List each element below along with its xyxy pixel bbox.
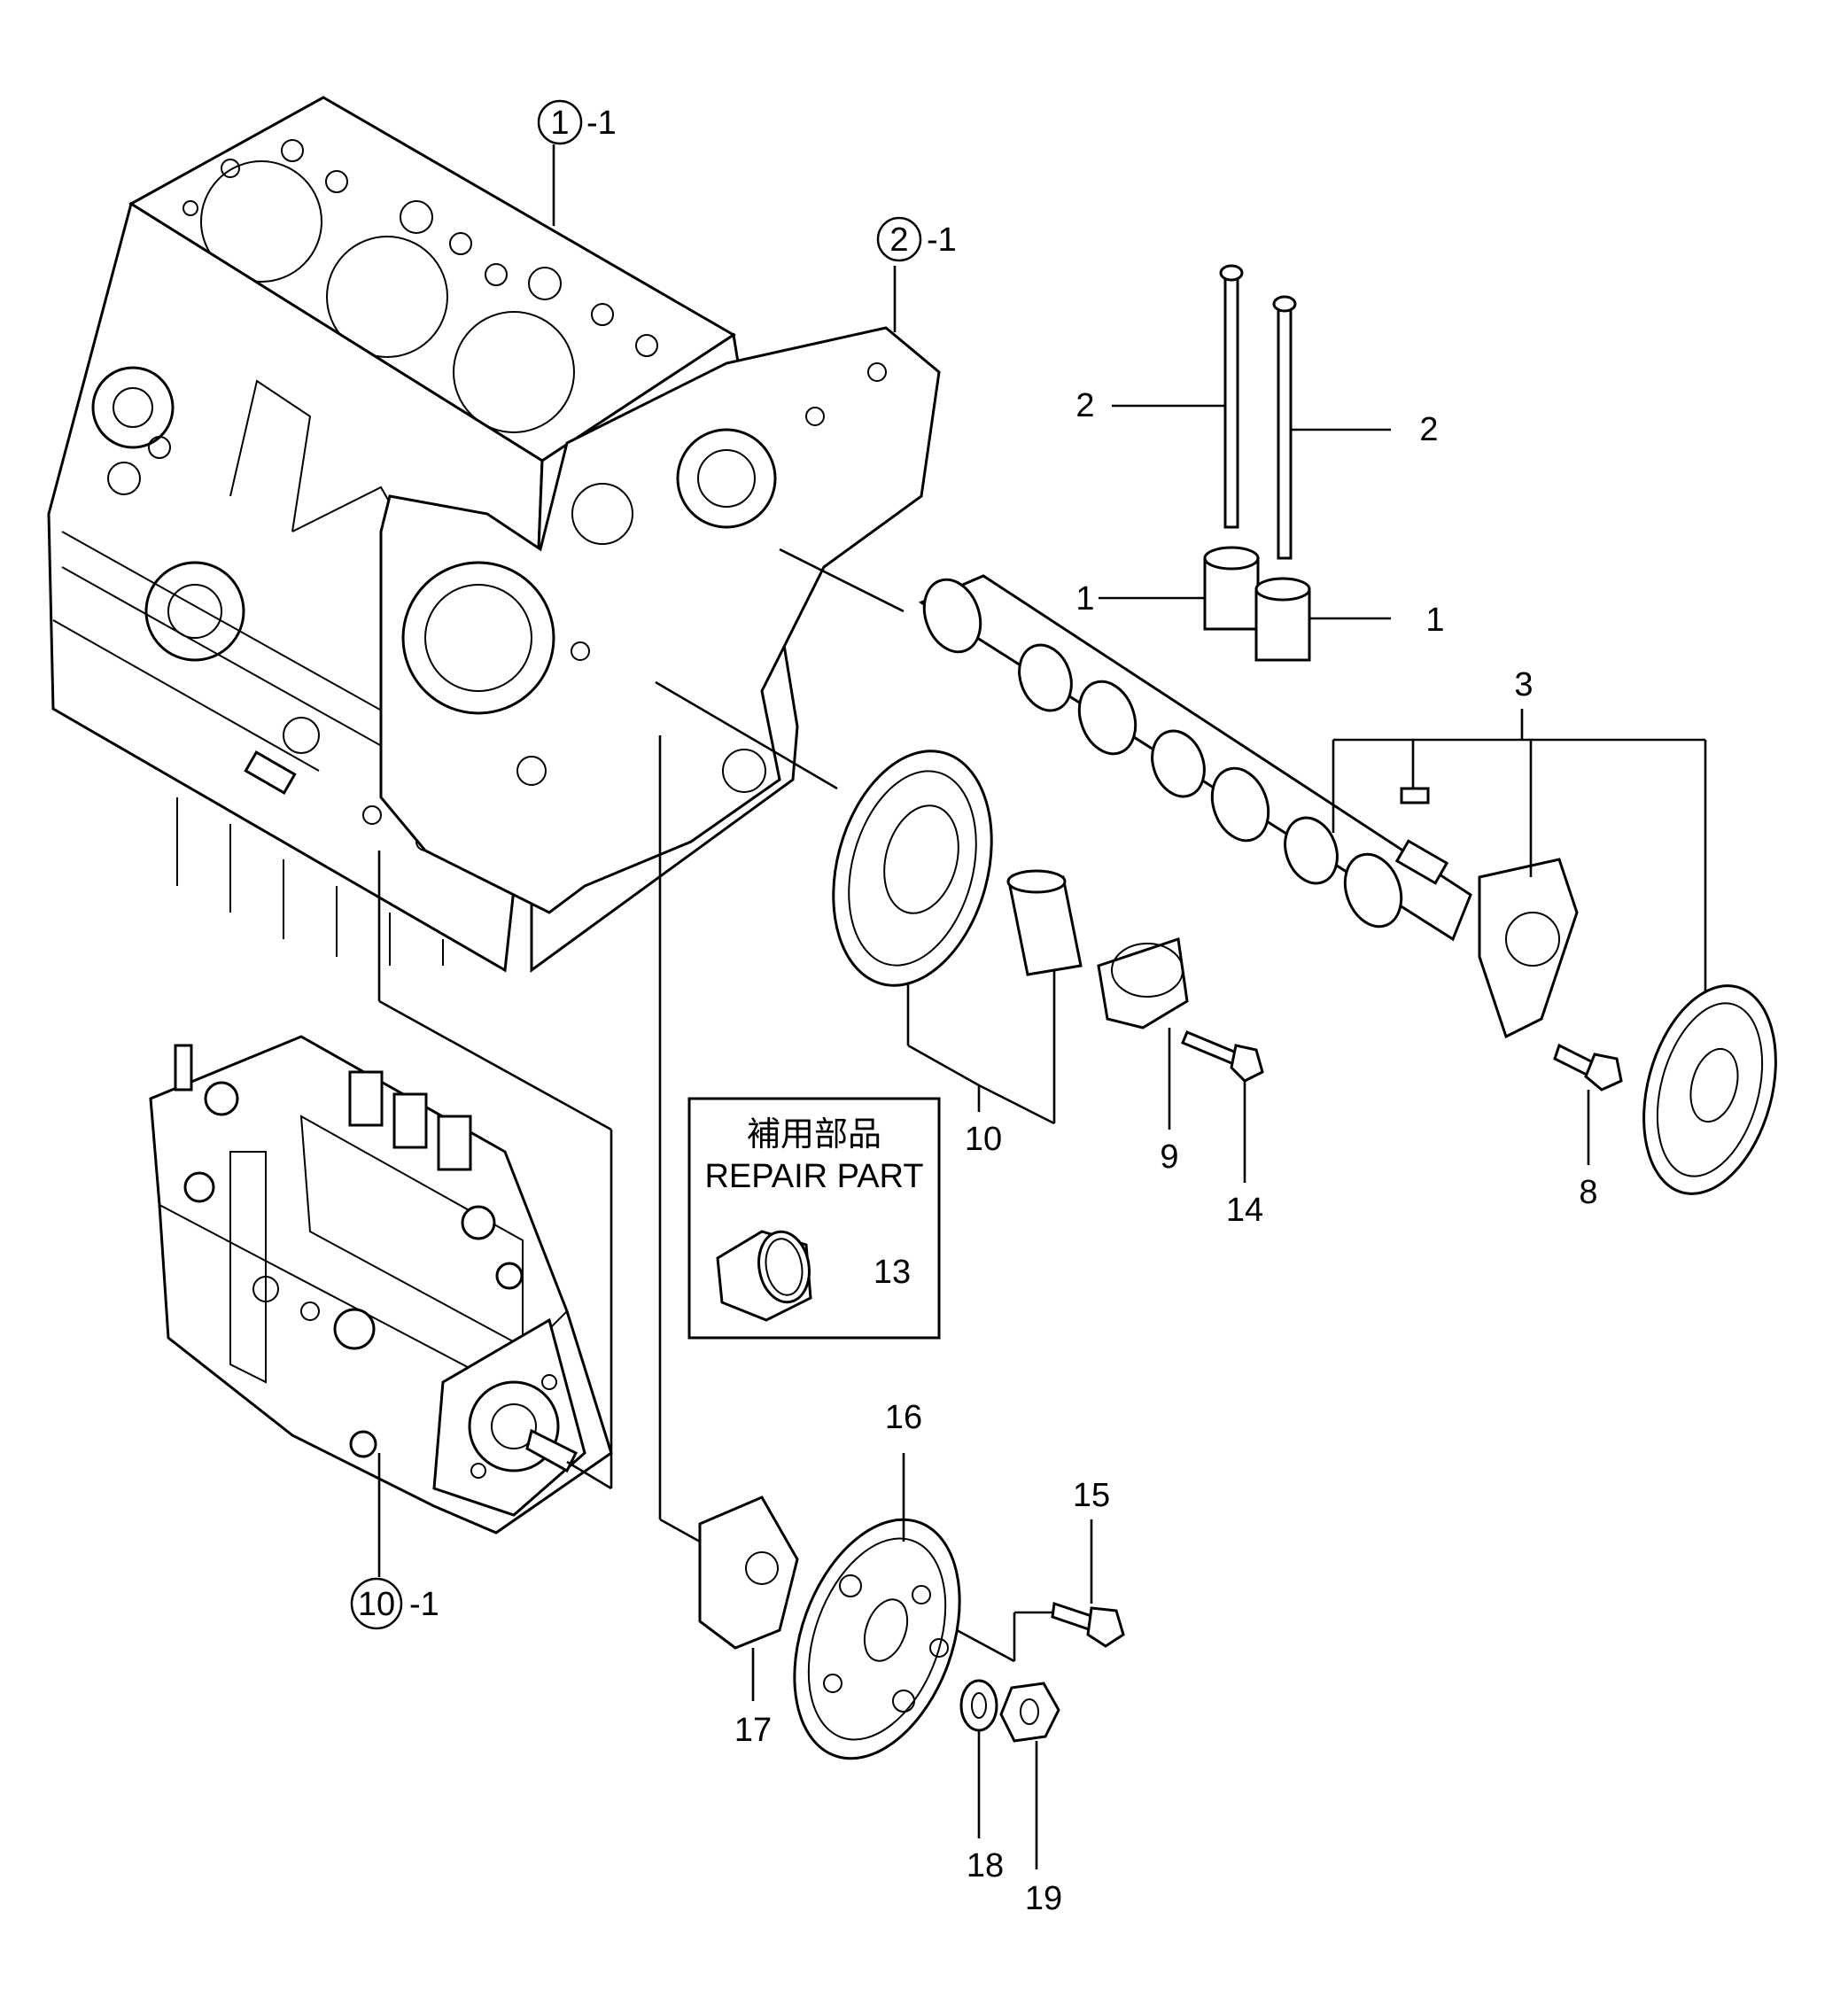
ref-suffix: -1	[409, 1586, 439, 1623]
bushing-icon	[716, 1230, 812, 1322]
ref-label-fuel-pump: 10 -1	[350, 1577, 439, 1630]
label-part-1a: 1	[1075, 580, 1094, 618]
fuel-gear-assembly-drawing	[832, 750, 1264, 1083]
ref-num: 10	[358, 1586, 395, 1623]
push-rods-drawing	[1203, 264, 1311, 662]
label-part-18: 18	[967, 1847, 1004, 1884]
label-part-13: 13	[874, 1254, 911, 1291]
label-part-2b: 2	[1419, 411, 1438, 448]
cylinder-block-drawing	[47, 96, 941, 973]
label-part-19: 19	[1025, 1880, 1062, 1917]
ref-num: 1	[550, 105, 569, 142]
ref-suffix: -1	[927, 221, 957, 259]
label-part-3: 3	[1514, 666, 1533, 703]
repair-part-box: 補用部品 REPAIR PART	[687, 1097, 941, 1340]
label-part-15: 15	[1073, 1477, 1110, 1514]
part-number-labels: 2 2 1 1 3 8 9 10 13 14 15 16 17 18 19	[734, 387, 1598, 1917]
label-part-8: 8	[1579, 1174, 1597, 1211]
label-part-2a: 2	[1075, 387, 1094, 424]
ref-label-cylinder-block: 1 -1	[537, 99, 617, 145]
label-part-1b: 1	[1425, 602, 1444, 639]
label-part-17: 17	[734, 1712, 772, 1749]
label-part-14: 14	[1226, 1192, 1263, 1229]
repair-part-title-en: REPAIR PART	[704, 1158, 923, 1195]
label-part-16: 16	[885, 1399, 922, 1436]
ref-label-gear-case: 2 -1	[876, 216, 957, 262]
repair-part-title-jp: 補用部品	[747, 1116, 881, 1154]
label-part-10: 10	[965, 1121, 1002, 1158]
cam-gear-drawing	[1478, 858, 1777, 1195]
ref-suffix: -1	[586, 105, 617, 142]
fuel-pump-drawing	[149, 1035, 613, 1534]
camshaft-drawing	[918, 574, 1472, 942]
ref-num: 2	[889, 221, 908, 259]
label-part-9: 9	[1160, 1138, 1178, 1176]
leader-lines	[377, 144, 1707, 1869]
idle-gear-drawing	[698, 1496, 1125, 1760]
